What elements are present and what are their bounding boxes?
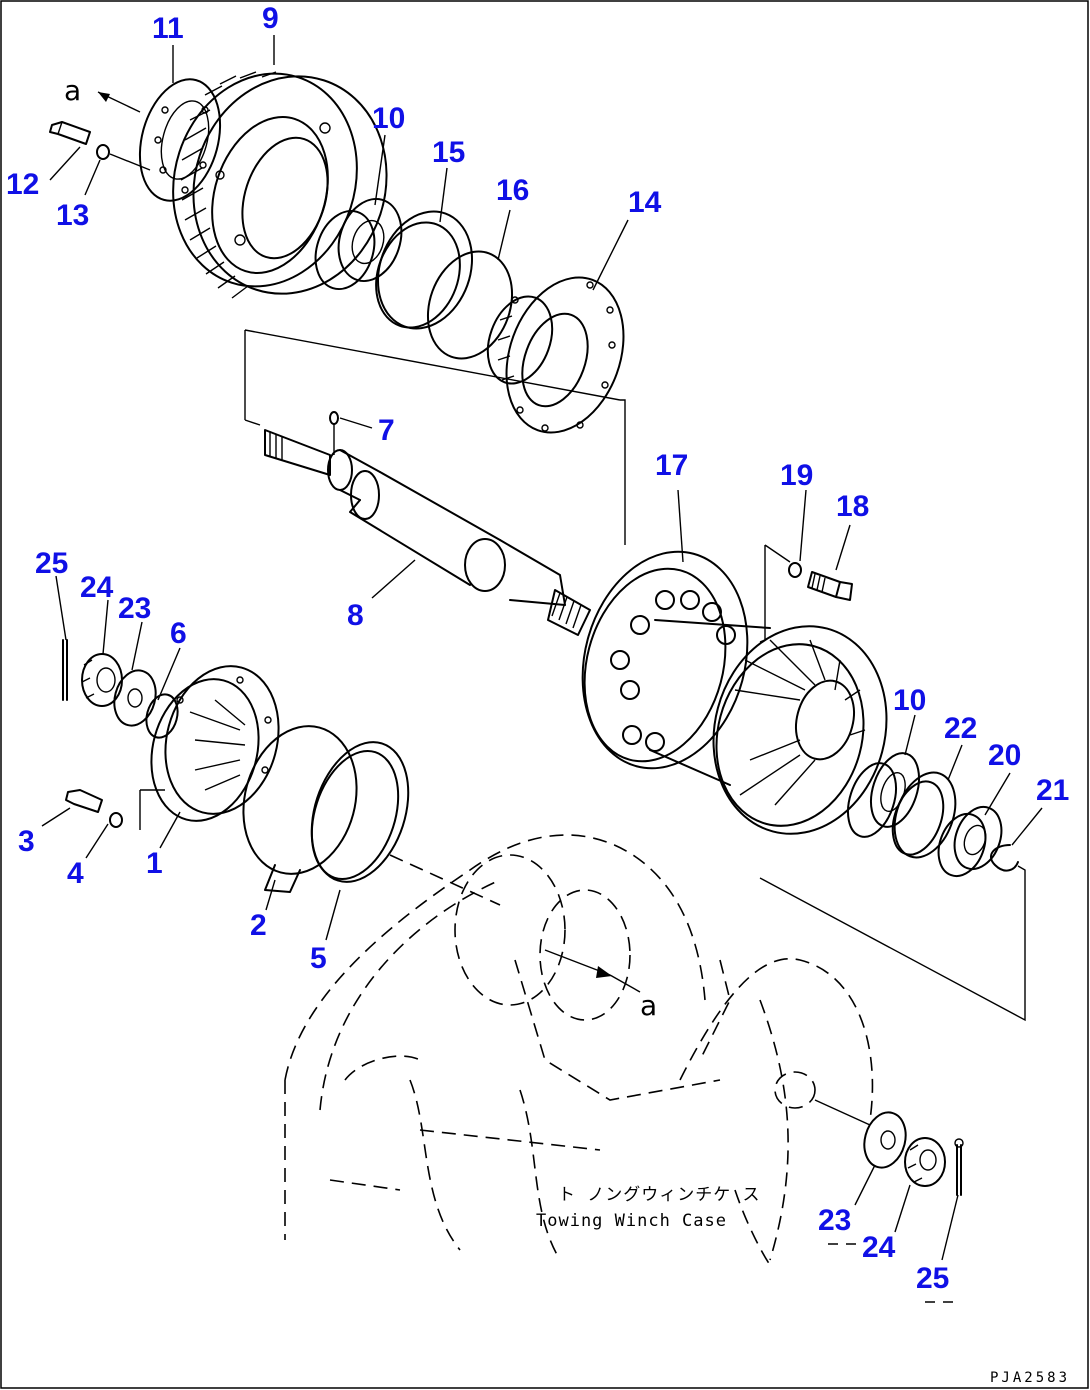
assembly-leader-right	[814, 1099, 871, 1126]
label-25-left: 25	[35, 547, 68, 580]
label-5: 5	[310, 942, 327, 975]
label-23-left: 23	[118, 592, 151, 625]
part-bearing-right	[847, 752, 920, 838]
part-cotter-pin-left	[62, 639, 68, 701]
label-4: 4	[67, 857, 84, 890]
leader-bolt	[109, 153, 151, 171]
part-carrier-spider	[649, 619, 888, 835]
part-drum-gear	[172, 71, 388, 299]
part-flange-plate	[138, 78, 222, 202]
part-seal-ring	[375, 210, 474, 330]
part-gasket	[242, 725, 358, 893]
part-number-labels: 11 9 10 15 16 14 12 13 7 17 19 18 8 25 2…	[6, 2, 1069, 1295]
label-24-right: 24	[862, 1231, 896, 1264]
group-box-right	[759, 865, 1026, 1022]
label-17: 17	[655, 449, 688, 482]
case-label-en: Towing Winch Case	[536, 1211, 727, 1231]
label-18: 18	[836, 490, 869, 523]
case-label-jp: ト ノングウィンチケ ス	[558, 1185, 760, 1205]
label-6: 6	[170, 617, 187, 650]
part-hub	[486, 276, 625, 434]
label-10-right: 10	[893, 684, 926, 717]
label-22: 22	[944, 712, 977, 745]
towing-winch-case	[284, 834, 874, 1266]
part-nut-right-lower	[904, 1137, 946, 1187]
label-9: 9	[262, 2, 279, 35]
label-23-right: 23	[818, 1204, 851, 1237]
part-nut-left	[81, 653, 123, 707]
part-bearing-top	[314, 197, 403, 291]
label-19: 19	[780, 459, 813, 492]
label-15: 15	[432, 136, 465, 169]
label-21: 21	[1036, 774, 1069, 807]
label-2: 2	[250, 909, 267, 942]
label-16: 16	[496, 174, 529, 207]
label-13: 13	[56, 199, 89, 232]
part-seal-right	[891, 771, 957, 859]
label-3: 3	[18, 825, 35, 858]
label-14: 14	[628, 186, 662, 219]
part-bolt-3	[65, 789, 103, 813]
leader-bracket-19	[759, 544, 791, 643]
reference-arrow-lower: a	[544, 949, 657, 1022]
leader-lines	[41, 35, 1043, 1261]
part-bolt-12	[49, 121, 91, 145]
part-cotter-pin-right	[954, 1138, 964, 1196]
label-1: 1	[146, 847, 163, 880]
leader-bracket-1	[139, 789, 165, 830]
part-bolt-18	[807, 571, 853, 601]
underline-marks	[828, 1243, 953, 1303]
part-snap-ring-right	[990, 844, 1019, 872]
part-shaft	[264, 429, 591, 636]
part-washer-right-lower	[863, 1111, 907, 1169]
reference-arrow-top: a	[64, 74, 141, 113]
part-carrier-plate	[581, 550, 749, 770]
drawing-code: PJA2583	[990, 1370, 1070, 1386]
part-washer-4	[109, 812, 123, 828]
label-10-top: 10	[372, 102, 405, 135]
part-washer-19	[788, 562, 802, 578]
part-oring-5	[310, 741, 410, 883]
part-snap-ring	[426, 250, 514, 360]
label-8: 8	[347, 599, 364, 632]
label-25-right: 25	[916, 1262, 949, 1295]
group-box-upper	[244, 329, 626, 545]
label-12: 12	[6, 168, 39, 201]
part-washer-13	[96, 144, 110, 160]
reference-mark-top: a	[64, 74, 81, 107]
reference-mark-lower: a	[640, 989, 657, 1022]
label-24-left: 24	[80, 571, 114, 604]
label-20: 20	[988, 739, 1021, 772]
part-key	[329, 411, 339, 455]
label-11: 11	[152, 12, 184, 45]
part-washer-left	[113, 669, 157, 727]
label-7: 7	[378, 414, 395, 447]
part-oring-6	[145, 693, 179, 739]
assembly-leader-cover	[389, 854, 501, 906]
